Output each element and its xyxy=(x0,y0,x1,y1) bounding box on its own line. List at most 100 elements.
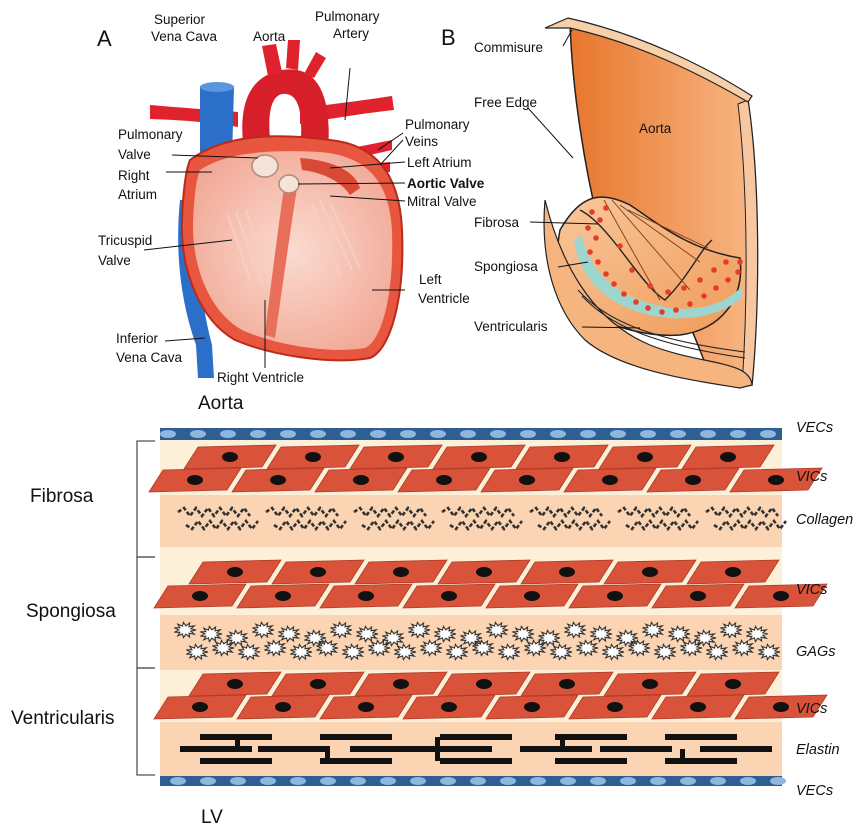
label-right-atrium-2: Atrium xyxy=(118,187,157,202)
label-right-atrium-1: Right xyxy=(118,168,150,183)
fibrosa-dot xyxy=(629,267,635,273)
right-label-collagen: Collagen xyxy=(796,512,853,528)
vec-cell xyxy=(760,430,776,438)
vec-cell xyxy=(650,777,666,785)
vic-nucleus xyxy=(393,567,409,577)
fibrosa-dot xyxy=(701,293,707,299)
vic-nucleus xyxy=(773,702,789,712)
vic-nucleus xyxy=(222,452,238,462)
vic-nucleus xyxy=(192,702,208,712)
label-spongiosa-b: Spongiosa xyxy=(474,259,538,274)
vic-nucleus xyxy=(768,475,784,485)
vic-nucleus xyxy=(685,475,701,485)
label-ventricularis: Ventricularis xyxy=(11,708,115,729)
vic-nucleus xyxy=(476,679,492,689)
vec-cell xyxy=(680,777,696,785)
vic-nucleus xyxy=(310,567,326,577)
label-svc-1: Superior xyxy=(154,12,206,27)
vic-nucleus xyxy=(192,591,208,601)
label-svc-2: Vena Cava xyxy=(151,29,218,44)
elastin-fiber xyxy=(200,758,272,764)
vic-nucleus xyxy=(227,567,243,577)
vic-nucleus xyxy=(690,702,706,712)
vic-nucleus xyxy=(476,567,492,577)
vic-nucleus xyxy=(441,702,457,712)
fibrosa-dot xyxy=(659,309,665,315)
right-label-vics-3: VICs xyxy=(796,701,827,717)
vic-nucleus xyxy=(773,591,789,601)
fibrosa-dot xyxy=(603,271,609,277)
vec-cell xyxy=(220,430,236,438)
label-left-atrium: Left Atrium xyxy=(407,155,472,170)
vec-cell xyxy=(730,430,746,438)
vic-nucleus xyxy=(554,452,570,462)
label-commisure: Commisure xyxy=(474,40,543,55)
elastin-fiber xyxy=(555,758,627,764)
elastin-fiber xyxy=(555,734,627,740)
vec-bottom-cells xyxy=(170,777,786,785)
fibrosa-dot xyxy=(713,285,719,291)
vic-nucleus xyxy=(310,679,326,689)
label-tricuspid-2: Valve xyxy=(98,253,131,268)
fibrosa-dot xyxy=(725,277,731,283)
elastin-crosslink xyxy=(235,737,240,749)
fibrosa-dot xyxy=(587,249,593,255)
vic-nucleus xyxy=(471,452,487,462)
label-ventricularis-b: Ventricularis xyxy=(474,319,548,334)
label-mitral-valve: Mitral Valve xyxy=(407,194,477,209)
panel-a-heart-illustration: A xyxy=(97,9,485,385)
label-aorta-side: Aorta xyxy=(198,393,244,414)
fibrosa-dot xyxy=(585,225,591,231)
elastin-crosslink xyxy=(680,749,685,761)
label-ivc-1: Inferior xyxy=(116,331,159,346)
vic-nucleus xyxy=(607,702,623,712)
aortic-branch-1 xyxy=(262,44,282,76)
label-aorta-b: Aorta xyxy=(639,121,672,136)
elastin-fiber xyxy=(440,734,512,740)
vec-cell xyxy=(520,430,536,438)
vec-cell xyxy=(440,777,456,785)
vec-cell xyxy=(490,430,506,438)
vic-nucleus xyxy=(642,679,658,689)
fibrosa-dot xyxy=(611,281,617,287)
elastin-fiber xyxy=(520,746,592,752)
vec-cell xyxy=(380,777,396,785)
vic-nucleus xyxy=(187,475,203,485)
vec-cell xyxy=(470,777,486,785)
elastin-crosslink xyxy=(560,737,565,749)
vec-cell xyxy=(250,430,266,438)
label-aorta-a: Aorta xyxy=(253,29,286,44)
panel-b-letter: B xyxy=(441,25,456,50)
fibrosa-dot xyxy=(645,305,651,311)
vec-cell xyxy=(620,777,636,785)
vic-nucleus xyxy=(524,702,540,712)
vec-cell xyxy=(670,430,686,438)
vec-cell xyxy=(280,430,296,438)
vec-cell xyxy=(160,430,176,438)
vec-cell xyxy=(590,777,606,785)
vic-nucleus xyxy=(690,591,706,601)
vic-nucleus xyxy=(559,679,575,689)
vic-nucleus xyxy=(275,591,291,601)
fibrosa-dot xyxy=(673,307,679,313)
vic-nucleus xyxy=(637,452,653,462)
vec-cell xyxy=(260,777,276,785)
fibrosa-dot xyxy=(681,285,687,291)
label-fibrosa-b: Fibrosa xyxy=(474,215,520,230)
label-pulm-valve-2: Valve xyxy=(118,147,151,162)
vic-nucleus xyxy=(353,475,369,485)
vec-cell xyxy=(230,777,246,785)
elastin-fiber xyxy=(420,746,492,752)
bracket-spongiosa xyxy=(137,557,155,668)
vic-nucleus xyxy=(607,591,623,601)
elastin-fiber xyxy=(700,746,772,752)
elastin-crosslink xyxy=(325,749,330,761)
fibrosa-dot xyxy=(665,289,671,295)
elastin-fiber xyxy=(350,746,422,752)
label-fibrosa: Fibrosa xyxy=(30,486,94,507)
vic-nucleus xyxy=(305,452,321,462)
fibrosa-dot xyxy=(697,277,703,283)
vic-nucleus xyxy=(270,475,286,485)
vec-cell xyxy=(740,777,756,785)
